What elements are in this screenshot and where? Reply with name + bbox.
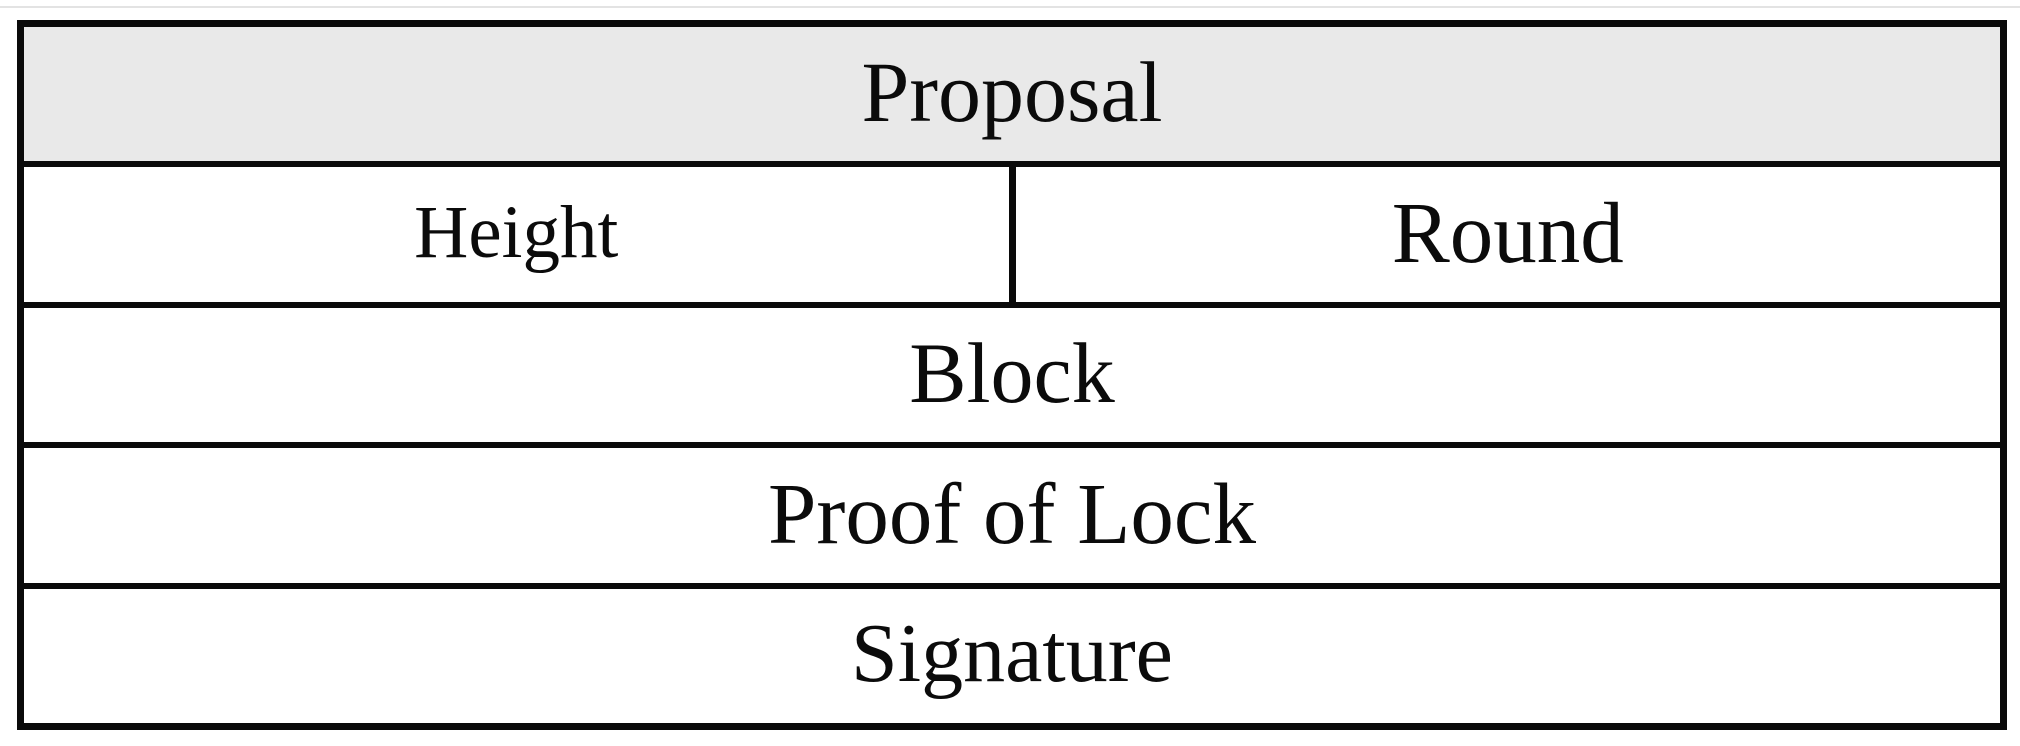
- height-cell: Height: [24, 167, 1016, 302]
- proposal-header-cell: Proposal: [24, 27, 2000, 161]
- height-round-row: Height Round: [24, 161, 2001, 302]
- proposal-structure-table: Proposal Height Round Block Proof of Loc…: [17, 20, 2007, 730]
- block-row: Block: [24, 301, 2000, 443]
- block-label: Block: [909, 325, 1115, 422]
- block-cell: Block: [24, 308, 2000, 442]
- signature-label: Signature: [851, 606, 1173, 700]
- signature-row: Signature: [24, 582, 2000, 724]
- proposal-label: Proposal: [861, 44, 1163, 141]
- proof-of-lock-row: Proof of Lock: [24, 442, 2000, 583]
- round-label: Round: [1391, 184, 1624, 282]
- round-cell: Round: [1016, 167, 2001, 301]
- proof-of-lock-cell: Proof of Lock: [24, 448, 2000, 582]
- crop-artifact-line: [0, 6, 2020, 8]
- header-row: Proposal: [24, 27, 2000, 162]
- height-label: Height: [414, 191, 619, 275]
- proof-of-lock-label: Proof of Lock: [767, 464, 1257, 562]
- signature-cell: Signature: [24, 589, 2000, 723]
